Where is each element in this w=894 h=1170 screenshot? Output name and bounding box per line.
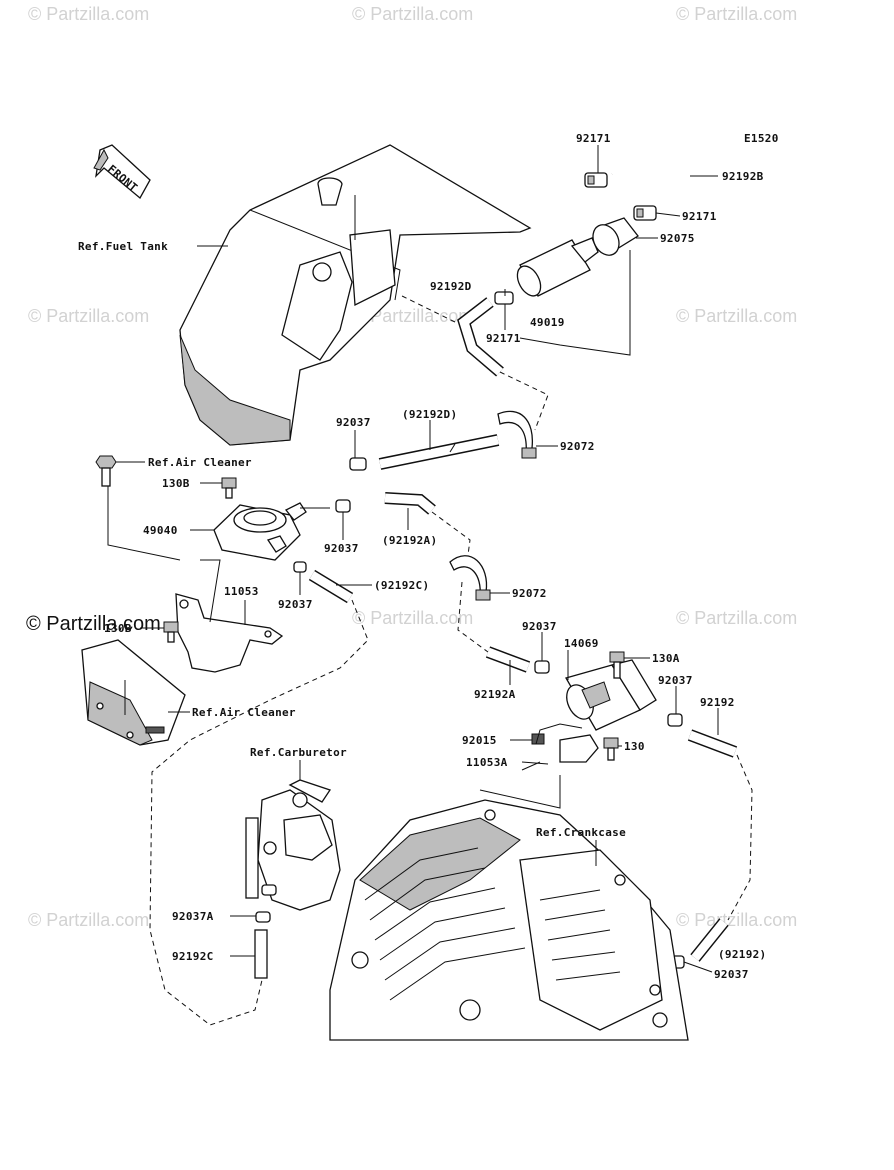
- watermarks: © Partzilla.com © Partzilla.com © Partzi…: [26, 4, 797, 930]
- label-11053: 11053: [224, 585, 259, 598]
- watermark: © Partzilla.com: [28, 306, 149, 326]
- label-130: 130: [624, 740, 645, 753]
- label-92192b: 92192B: [722, 170, 764, 183]
- bracket-11053a: [521, 723, 619, 771]
- watermark: © Partzilla.com: [352, 608, 473, 628]
- hose-92192a-lower: [485, 646, 550, 674]
- watermark: © Partzilla.com: [28, 4, 149, 24]
- fuel-pump: [213, 499, 351, 561]
- label-ref-crankcase: Ref.Crankcase: [536, 826, 626, 839]
- label-49019: 49019: [530, 316, 565, 329]
- air-cleaner-bracket: [81, 639, 186, 746]
- label-49040: 49040: [143, 524, 178, 537]
- label-92072-a: 92072: [560, 440, 595, 453]
- hose-92192: [669, 729, 753, 969]
- part-labels: 92171 92192B 92171 92075 Ref.Fuel Tank 9…: [78, 132, 766, 981]
- label-92037-f: 92037: [714, 968, 749, 981]
- label-92171-right: 92171: [682, 210, 717, 223]
- label-92037a: 92037A: [172, 910, 214, 923]
- label-11053a: 11053A: [466, 756, 508, 769]
- clamp-92072-a: [497, 410, 537, 459]
- label-92192-paren: (92192): [718, 948, 766, 961]
- hose-92192b: [584, 152, 696, 221]
- bolt-130a: [609, 651, 625, 679]
- diagram-code: E1520: [744, 132, 779, 145]
- label-92192c-paren: (92192C): [374, 579, 429, 592]
- label-ref-air-cleaner-b: Ref.Air Cleaner: [192, 706, 296, 719]
- watermark: © Partzilla.com: [676, 910, 797, 930]
- watermark: © Partzilla.com: [676, 608, 797, 628]
- label-92037-b: 92037: [324, 542, 359, 555]
- front-arrow-icon: FRONT: [93, 144, 151, 200]
- label-ref-carburetor: Ref.Carburetor: [250, 746, 347, 759]
- bolt-130b-b: [163, 621, 179, 643]
- leader-49019-group: [519, 250, 631, 356]
- label-92192a-paren: (92192A): [382, 534, 437, 547]
- clamp-92072-b: [449, 555, 491, 653]
- label-92037-d: 92037: [522, 620, 557, 633]
- bolt-130b-a: [221, 477, 237, 499]
- watermark: © Partzilla.com: [676, 4, 797, 24]
- label-92075: 92075: [660, 232, 695, 245]
- label-92192a: 92192A: [474, 688, 516, 701]
- watermark-main: © Partzilla.com: [26, 613, 161, 635]
- label-130a: 130A: [652, 652, 680, 665]
- watermark: © Partzilla.com: [352, 306, 473, 326]
- label-ref-fuel-tank: Ref.Fuel Tank: [78, 240, 168, 253]
- label-92171-top: 92171: [576, 132, 611, 145]
- hose-92192d: [399, 294, 549, 431]
- watermark: © Partzilla.com: [28, 910, 149, 930]
- fuel-tank: [179, 144, 532, 446]
- label-130b-b: 130B: [104, 622, 132, 635]
- crankcase: [329, 799, 689, 1041]
- leader-lines: [116, 145, 719, 973]
- label-92072-b: 92072: [512, 587, 547, 600]
- bolt-left: [95, 455, 117, 487]
- label-92037-a: 92037: [336, 416, 371, 429]
- label-92192d: 92192D: [430, 280, 472, 293]
- label-92037-e: 92037: [658, 674, 693, 687]
- watermark: © Partzilla.com: [676, 306, 797, 326]
- label-92192c: 92192C: [172, 950, 214, 963]
- label-ref-air-cleaner-a: Ref.Air Cleaner: [148, 456, 252, 469]
- label-92015: 92015: [462, 734, 497, 747]
- carburetor: [245, 772, 341, 979]
- label-130b-a: 130B: [162, 477, 190, 490]
- label-92192: 92192: [700, 696, 735, 709]
- label-92037-c: 92037: [278, 598, 313, 611]
- bracket-11053: [175, 559, 284, 673]
- hose-92192d-lower: [349, 434, 500, 471]
- watermark: © Partzilla.com: [352, 4, 473, 24]
- label-14069: 14069: [564, 637, 599, 650]
- label-92171-mid: 92171: [486, 332, 521, 345]
- fuel-filter-lower: [565, 659, 683, 731]
- fuel-filter: [494, 217, 639, 305]
- hose-92192a-top: [384, 492, 471, 556]
- label-92192d-paren: (92192D): [402, 408, 457, 421]
- leader-11053a-group: [479, 775, 561, 809]
